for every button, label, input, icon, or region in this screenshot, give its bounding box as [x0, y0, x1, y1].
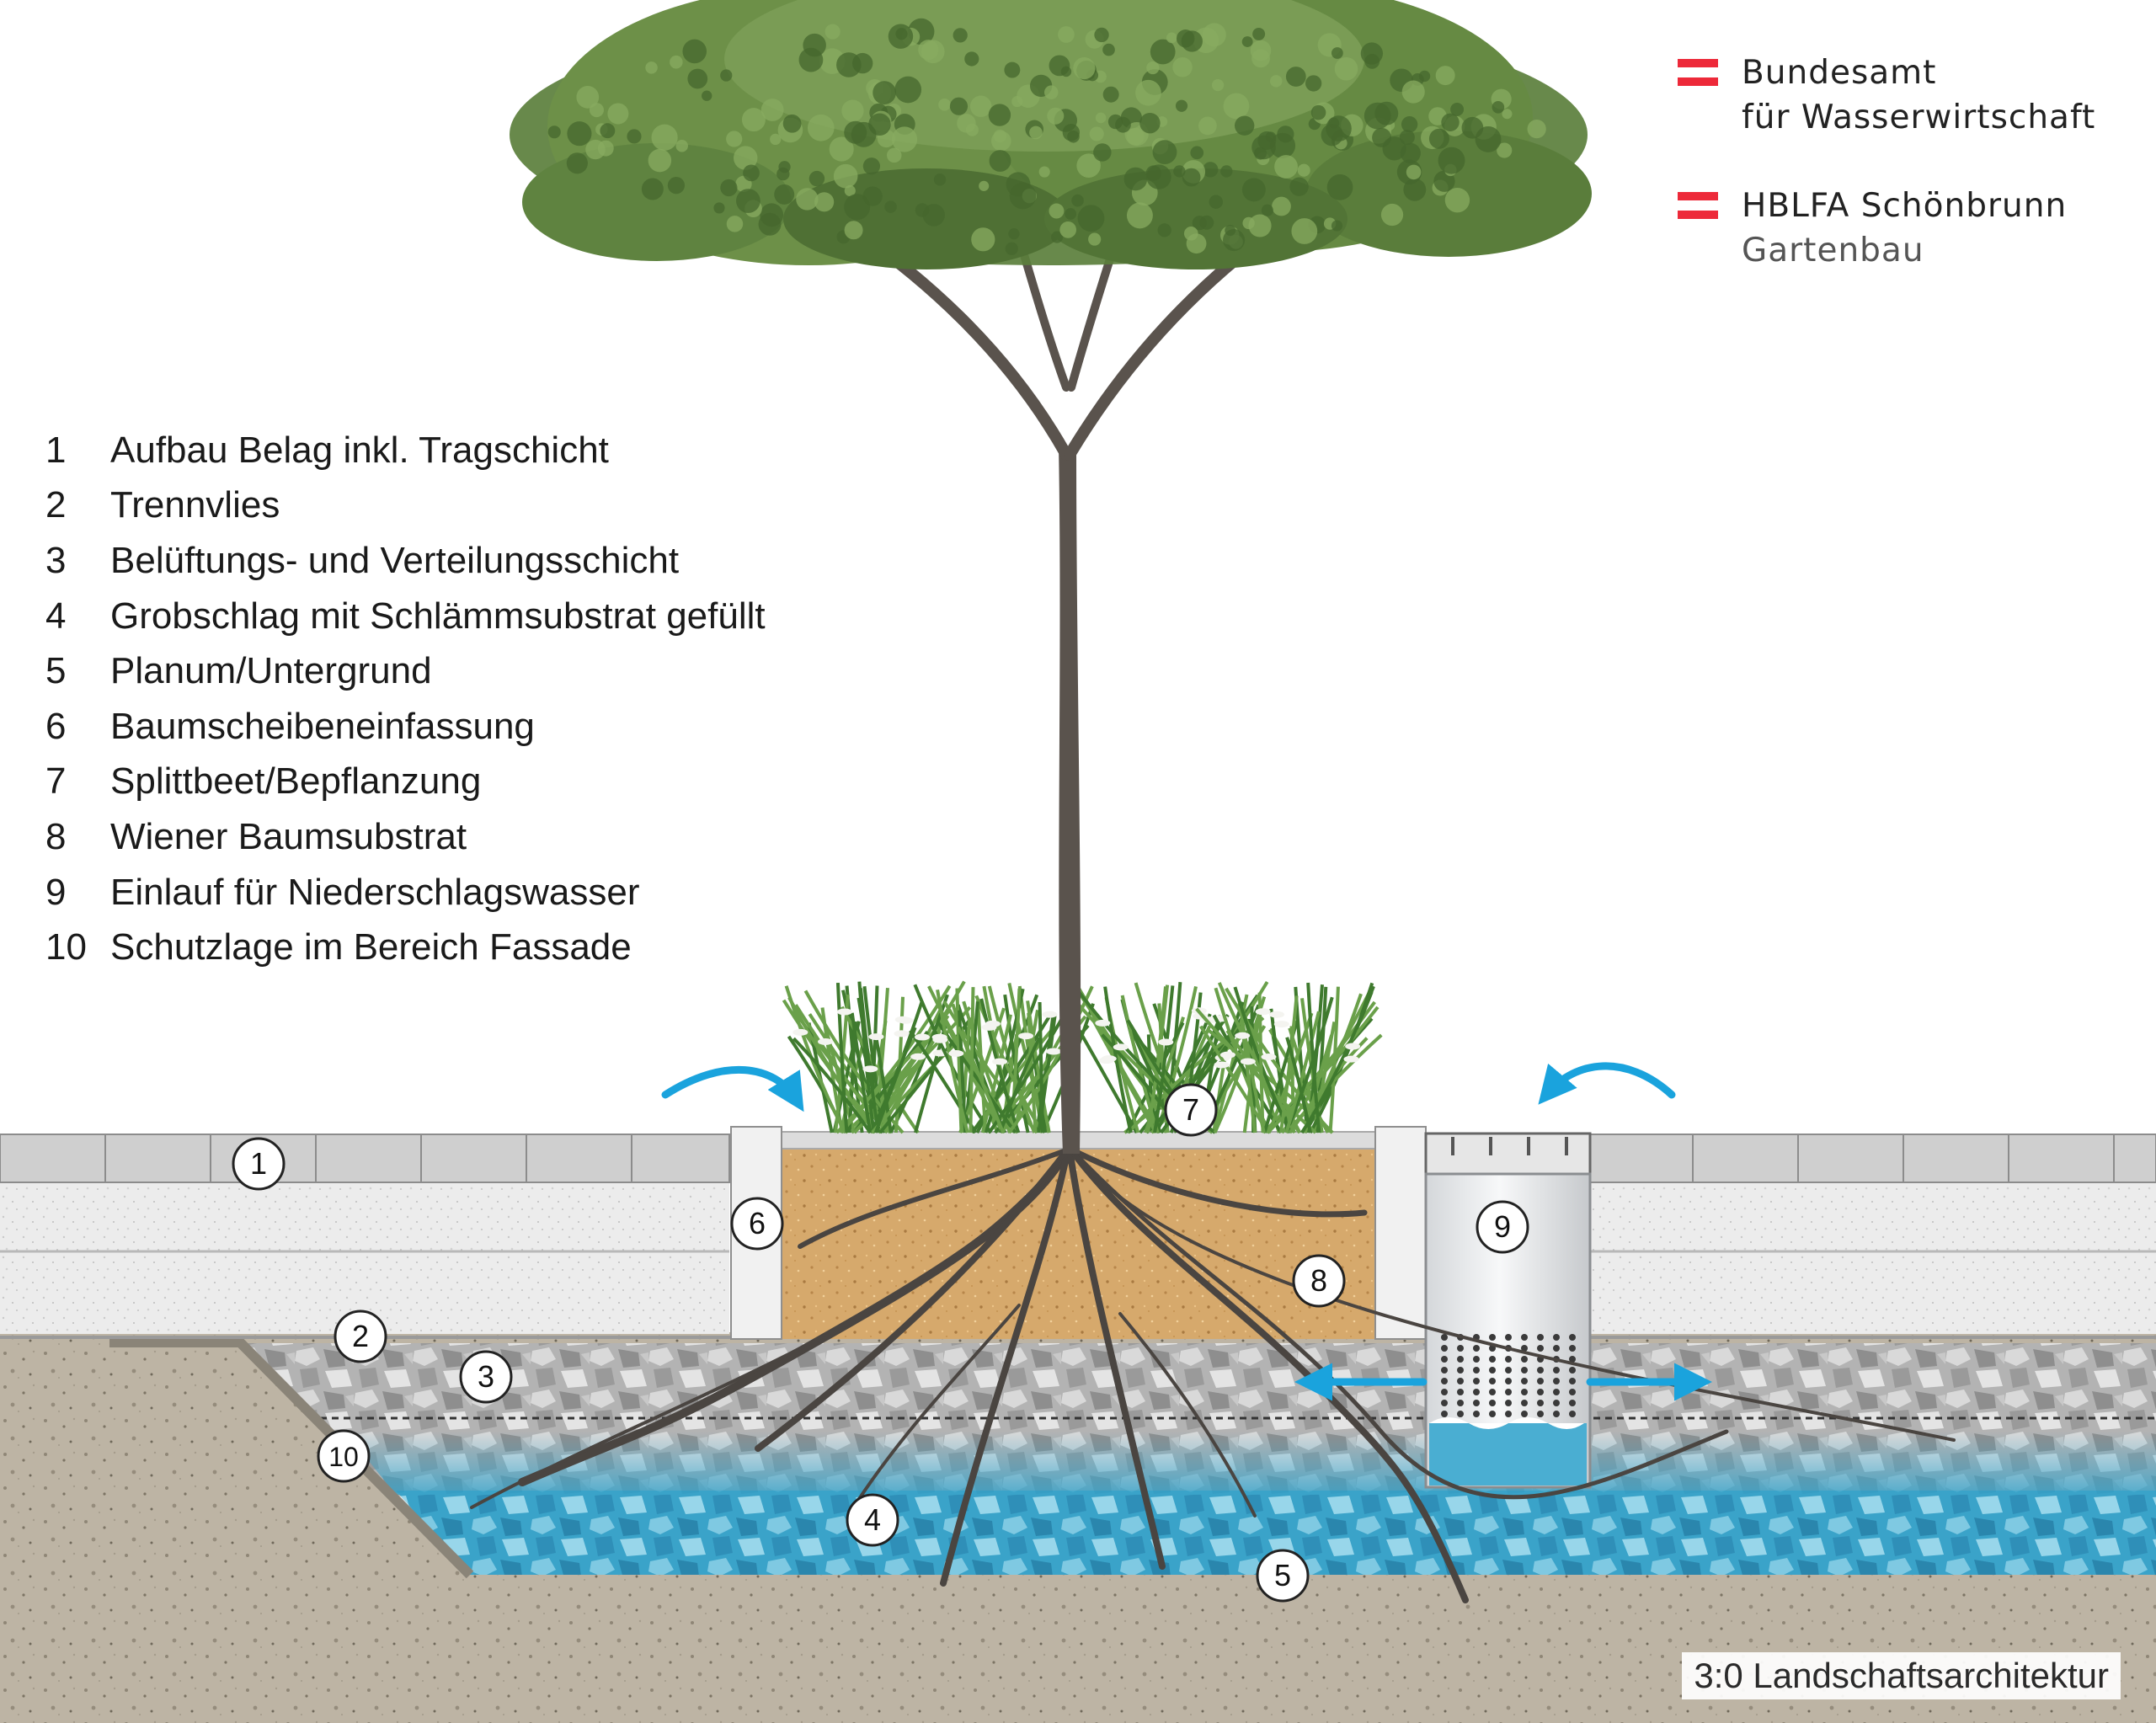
callout-9: 9: [1476, 1200, 1529, 1254]
legend-item-1: 1 Aufbau Belag inkl. Tragschicht: [45, 423, 766, 478]
legend-label: Grobschlag mit Schlämmsubstrat gefüllt: [110, 595, 766, 637]
callout-8: 8: [1292, 1254, 1346, 1308]
legend-item-8: 8 Wiener Baumsubstrat: [45, 809, 766, 865]
credit-label: 3:0 Landschaftsarchitektur: [1682, 1652, 2121, 1699]
legend: 1 Aufbau Belag inkl. Tragschicht 2 Trennvl…: [45, 423, 766, 975]
legend-label: Einlauf für Niederschlagswasser: [110, 871, 640, 913]
legend-label: Schutzlage im Bereich Fassade: [110, 926, 632, 968]
svg-text:7: 7: [1182, 1092, 1199, 1127]
svg-text:9: 9: [1494, 1209, 1511, 1244]
logo-line-1: HBLFA Schönbrunn: [1742, 187, 2068, 225]
callout-10: 10: [317, 1429, 371, 1483]
paving-left: [0, 1134, 730, 1183]
legend-number: 8: [45, 815, 67, 857]
legend-item-7: 7 Splittbeet/Bepflanzung: [45, 755, 766, 810]
svg-text:2: 2: [352, 1319, 369, 1353]
svg-text:1: 1: [250, 1146, 267, 1181]
callout-4: 4: [846, 1493, 899, 1547]
legend-item-3: 3 Belüftungs- und Verteilungsschicht: [45, 533, 766, 589]
tree-pit-curb-right: [1374, 1126, 1427, 1340]
svg-text:8: 8: [1310, 1263, 1327, 1298]
svg-text:5: 5: [1274, 1558, 1291, 1592]
legend-number: 3: [45, 539, 67, 581]
legend-label: Planum/Untergrund: [110, 650, 432, 692]
legend-number: 2: [45, 484, 67, 526]
callout-6: 6: [730, 1197, 784, 1251]
legend-number: 1: [45, 429, 67, 471]
legend-item-2: 2 Trennvlies: [45, 478, 766, 534]
legend-item-10: 10 Schutzlage im Bereich Fassade: [45, 920, 766, 975]
legend-label: Aufbau Belag inkl. Tragschicht: [110, 429, 609, 471]
water-saturated-gravel: [396, 1491, 2156, 1575]
legend-label: Trennvlies: [110, 484, 280, 526]
callout-7: 7: [1164, 1083, 1218, 1137]
water-flow-arrows: [661, 1062, 1712, 1401]
tree-roots: [470, 1145, 1956, 1603]
legend-number: 10: [45, 926, 87, 968]
callout-1: 1: [232, 1137, 286, 1191]
legend-number: 4: [45, 595, 67, 637]
paving-right: [1589, 1134, 2156, 1183]
logo-line-1: Bundesamt: [1742, 54, 1937, 92]
legend-item-9: 9 Einlauf für Niederschlagswasser: [45, 865, 766, 920]
legend-label: Splittbeet/Bepflanzung: [110, 760, 482, 803]
legend-label: Baumscheibeneinfassung: [110, 705, 535, 747]
callout-markers: 1 2 3 4 5 6 7 8 9 10: [232, 1083, 1529, 1603]
callout-2: 2: [334, 1310, 387, 1363]
austria-flag-icon: [1678, 192, 1718, 220]
logo-line-2: Gartenbau: [1742, 232, 1924, 269]
legend-label: Belüftungs- und Verteilungsschicht: [110, 539, 680, 581]
base-course-right: [1590, 1182, 2156, 1334]
legend-item-6: 6 Baumscheibeneinfassung: [45, 699, 766, 755]
legend-number: 9: [45, 871, 67, 913]
facade-protection-layer: [109, 1337, 474, 1579]
legend-number: 5: [45, 650, 67, 692]
rainwater-inlet: [1424, 1132, 1592, 1489]
arrow-inflow-right: [1538, 1062, 1676, 1105]
svg-text:6: 6: [749, 1206, 766, 1240]
arrow-inflow-left: [661, 1065, 804, 1112]
callout-3: 3: [459, 1350, 513, 1404]
tree-trunk: [1059, 446, 1081, 1154]
logo-line-2: für Wasserwirtschaft: [1742, 99, 2096, 136]
legend-number: 7: [45, 760, 67, 803]
svg-text:10: 10: [328, 1442, 359, 1472]
legend-number: 6: [45, 705, 67, 747]
svg-text:4: 4: [864, 1502, 881, 1537]
svg-text:3: 3: [478, 1359, 494, 1394]
legend-item-4: 4 Grobschlag mit Schlämmsubstrat gefüllt: [45, 589, 766, 644]
austria-flag-icon: [1678, 59, 1718, 87]
callout-5: 5: [1256, 1549, 1310, 1603]
base-course-left: [0, 1182, 729, 1334]
water-transition: [345, 1432, 2156, 1495]
legend-item-5: 5 Planum/Untergrund: [45, 643, 766, 699]
tree-canopy: [510, 0, 1592, 269]
ornamental-grasses: [782, 980, 1383, 1134]
legend-label: Wiener Baumsubstrat: [110, 815, 467, 857]
